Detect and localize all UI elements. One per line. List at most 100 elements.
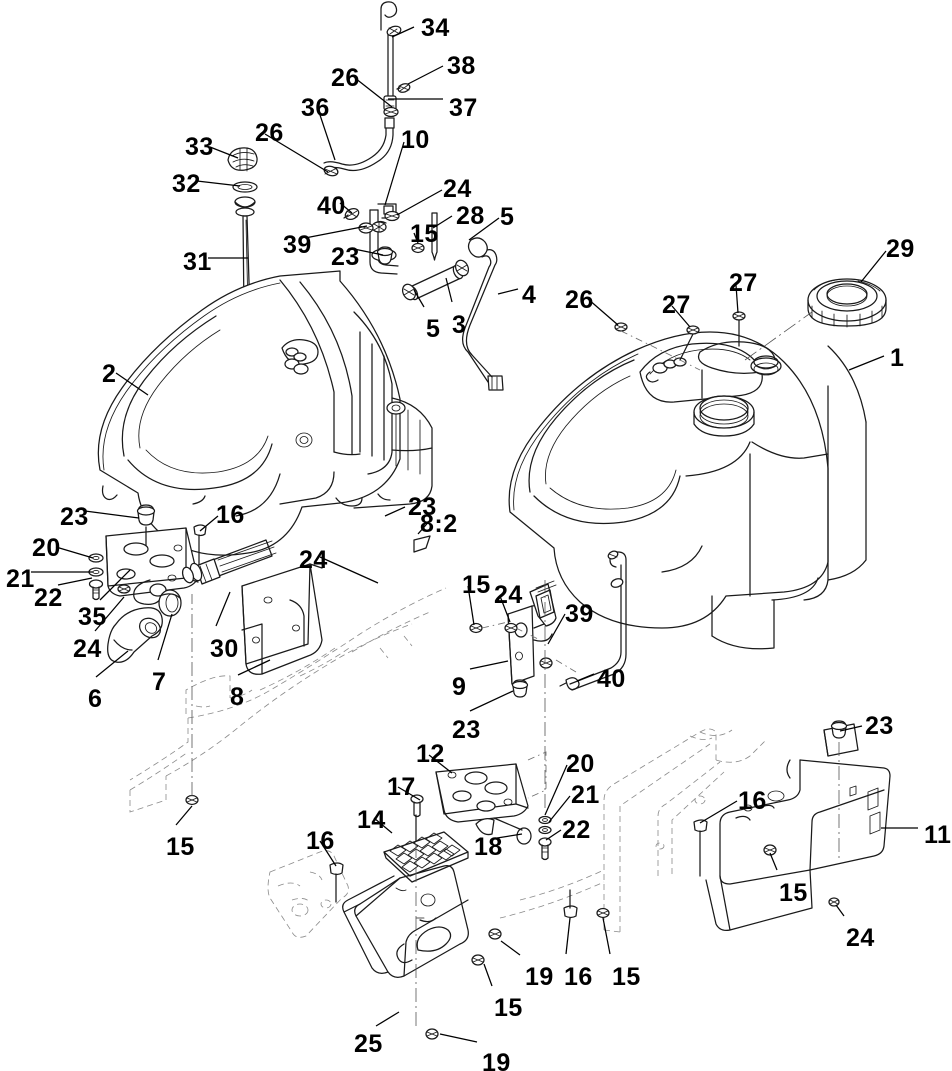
part-36-vent-hose bbox=[323, 117, 395, 172]
callout-39-34: 39 bbox=[565, 600, 594, 628]
callout-37-3: 37 bbox=[449, 94, 478, 122]
part-34-vent-tube bbox=[380, 1, 402, 97]
callout-7-42: 7 bbox=[152, 668, 167, 696]
callout-26-2: 26 bbox=[331, 64, 360, 92]
part-35-tank-mount-bracket bbox=[105, 527, 199, 605]
callout-24-37: 24 bbox=[73, 635, 102, 663]
callout-40-9: 40 bbox=[317, 192, 346, 220]
part-6-fuel-filler-neck bbox=[107, 607, 163, 663]
callout-23-45: 23 bbox=[865, 712, 894, 740]
callout-21-31: 21 bbox=[6, 565, 35, 593]
part-5-hose-clamp-b bbox=[454, 259, 470, 277]
part-7-grommet bbox=[158, 589, 182, 617]
callout-18-55: 18 bbox=[474, 833, 503, 861]
callout-23-26: 23 bbox=[60, 503, 89, 531]
part-23-rubber-bumper-d bbox=[830, 720, 848, 739]
callout-36-4: 36 bbox=[301, 94, 330, 122]
callout-35-36: 35 bbox=[78, 603, 107, 631]
part-24-hex-nut-d bbox=[828, 897, 840, 907]
part-16-shoulder-bolt-c bbox=[693, 819, 708, 877]
switch-sensor bbox=[529, 580, 557, 627]
callout-16-60: 16 bbox=[564, 963, 593, 991]
part-16-shoulder-bolt-b bbox=[329, 862, 344, 903]
part-14-footrest-pad bbox=[383, 831, 469, 883]
part-15-flange-nut-b bbox=[185, 594, 199, 806]
part-20-flat-washer-a bbox=[88, 553, 104, 563]
part-26-cable-tie-clip-a bbox=[383, 106, 399, 118]
callout-16-48: 16 bbox=[738, 787, 767, 815]
callout-16-56: 16 bbox=[306, 827, 335, 855]
callout-15-32: 15 bbox=[462, 571, 491, 599]
callout-40-40: 40 bbox=[597, 665, 626, 693]
part-38-clip-screw bbox=[396, 83, 411, 93]
vent-tube-right bbox=[569, 550, 627, 691]
callout-12-46: 12 bbox=[416, 740, 445, 768]
callout-33-5: 33 bbox=[185, 133, 214, 161]
part-22-hex-bolt-a bbox=[88, 579, 104, 601]
callout-28-11: 28 bbox=[456, 202, 485, 230]
part-16-shoulder-bolt-d bbox=[563, 889, 578, 919]
part-1-fuel-tank-right bbox=[508, 331, 867, 650]
part-2-fuel-tank-left bbox=[97, 270, 433, 556]
callout-15-62: 15 bbox=[494, 994, 523, 1022]
callout-4-19: 4 bbox=[522, 281, 537, 309]
callout-34-0: 34 bbox=[421, 14, 450, 42]
assembly-phantom-lines bbox=[481, 621, 577, 673]
callout-22-35: 22 bbox=[34, 584, 63, 612]
callout-2-25: 2 bbox=[102, 360, 117, 388]
callout-27-21: 27 bbox=[662, 291, 691, 319]
callout-22-53: 22 bbox=[562, 816, 591, 844]
callout-9-39: 9 bbox=[452, 673, 467, 701]
part-23-rubber-bumper-c bbox=[511, 679, 529, 698]
callout-23-44: 23 bbox=[452, 716, 481, 744]
part-25-footrest-shield-left bbox=[342, 865, 469, 978]
callout-5-22: 5 bbox=[426, 315, 441, 343]
callout-23-15: 23 bbox=[331, 243, 360, 271]
fasteners-above-right-tank bbox=[614, 311, 746, 371]
part-24-hex-nut-a bbox=[384, 210, 400, 222]
callout-23-28: 23 bbox=[408, 493, 437, 521]
part-32-o-ring bbox=[232, 181, 258, 193]
callout-14-52: 14 bbox=[357, 806, 386, 834]
callout-38-1: 38 bbox=[447, 52, 476, 80]
part-26-cable-tie-clip-b bbox=[323, 165, 339, 177]
callout-24-58: 24 bbox=[846, 924, 875, 952]
callout-19-64: 19 bbox=[482, 1049, 511, 1071]
part-19-lock-nut-b bbox=[425, 1028, 439, 1040]
callout-24-10: 24 bbox=[443, 175, 472, 203]
callout-17-49: 17 bbox=[387, 773, 416, 801]
part-24-hex-nut-b bbox=[117, 584, 131, 594]
part-5-hose-clamp-a bbox=[401, 283, 417, 301]
callout-1-24: 1 bbox=[890, 344, 905, 372]
callout-15-51: 15 bbox=[166, 833, 195, 861]
part-21-lock-washer-b bbox=[538, 825, 552, 835]
callout-20-47: 20 bbox=[566, 750, 595, 778]
frame-right-phantom bbox=[499, 728, 767, 933]
callout-16-27: 16 bbox=[216, 501, 245, 529]
part-20-flat-washer-b bbox=[538, 815, 552, 825]
part-30-fuel-filter-hose bbox=[181, 539, 277, 585]
part-29-fuel-cap bbox=[807, 278, 887, 328]
callout-26-6: 26 bbox=[255, 119, 284, 147]
reference-marker-8-2: 8:2 bbox=[420, 510, 458, 538]
part-23-rubber-bumper-b bbox=[136, 504, 156, 546]
part-40-clamp bbox=[343, 207, 360, 221]
callout-32-8: 32 bbox=[172, 170, 201, 198]
callout-20-29: 20 bbox=[32, 534, 61, 562]
part-4-fuel-line-tube bbox=[461, 237, 504, 391]
part-22-hex-bolt-b bbox=[538, 837, 552, 861]
part-15-flange-nut-a bbox=[411, 242, 425, 254]
centerline-cap bbox=[744, 311, 813, 361]
callout-31-16: 31 bbox=[183, 248, 212, 276]
callout-21-50: 21 bbox=[571, 781, 600, 809]
part-39-washer-a bbox=[358, 222, 374, 234]
callout-27-18: 27 bbox=[729, 269, 758, 297]
part-23-rubber-bumper-a bbox=[376, 246, 394, 265]
frame-rail-left-phantom bbox=[129, 587, 447, 813]
callout-8-43: 8 bbox=[230, 683, 245, 711]
tank-rim-fittings bbox=[645, 357, 687, 383]
callout-19-59: 19 bbox=[525, 963, 554, 991]
callout-24-33: 24 bbox=[494, 581, 523, 609]
